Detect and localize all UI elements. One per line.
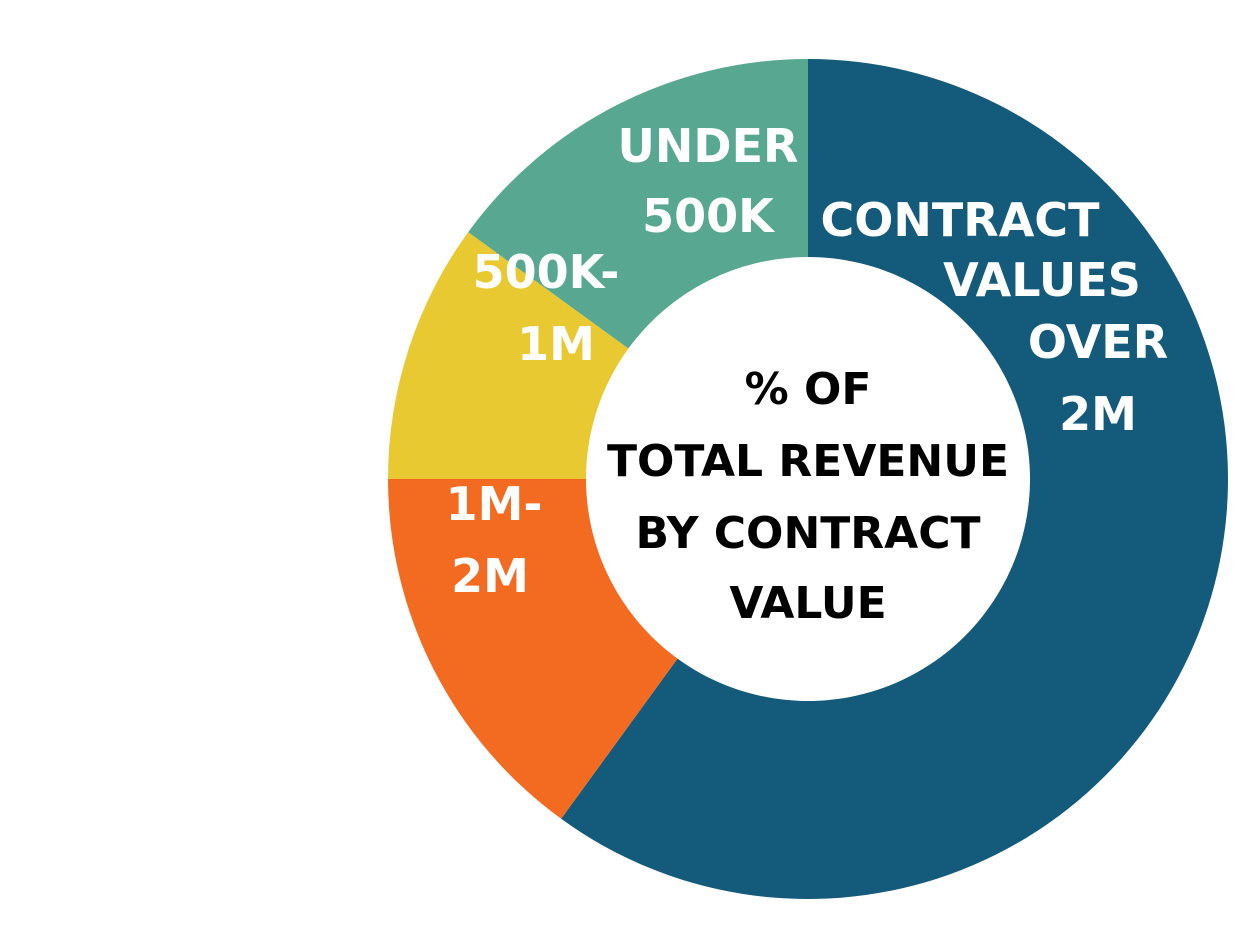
slice-label-line: 500K [642, 189, 776, 243]
slice-label-line: 1M [517, 317, 595, 371]
slice-label-line: UNDER [618, 119, 799, 173]
slice-label-m1to2: 1M-2M [446, 477, 543, 603]
center-title: % OF TOTAL REVENUE BY CONTRACT VALUE [607, 364, 1009, 629]
donut-slices [388, 59, 1228, 899]
slice-label-line: 500K- [473, 245, 620, 299]
slice-label-under500k: UNDER 500K [618, 119, 799, 243]
slice-label-line: 2M [1059, 387, 1137, 441]
center-title-line: BY CONTRACT [635, 508, 980, 559]
slice-label-k500to1m: 500K- 1M [473, 245, 620, 371]
slice-label-line: 2M [451, 549, 529, 603]
slice-label-over2m: CONTRACT VALUES OVER 2M [821, 193, 1169, 441]
slice-label-line: OVER [1028, 315, 1168, 369]
slice-label-line: VALUES [943, 253, 1141, 307]
slice-k500to1m [388, 232, 629, 479]
slice-labels: CONTRACTVALUESOVER2M1M-2M500K-1MUNDER500… [446, 119, 1169, 603]
slice-m1to2 [388, 479, 678, 819]
center-title-line: TOTAL REVENUE [607, 436, 1009, 487]
slice-under500k [468, 59, 808, 349]
center-title-line: % OF [745, 364, 872, 415]
slice-label-line: CONTRACT [821, 193, 1101, 247]
center-title-line: VALUE [729, 578, 886, 629]
slice-over2m [561, 59, 1228, 899]
slice-label-line: 1M- [446, 477, 543, 531]
